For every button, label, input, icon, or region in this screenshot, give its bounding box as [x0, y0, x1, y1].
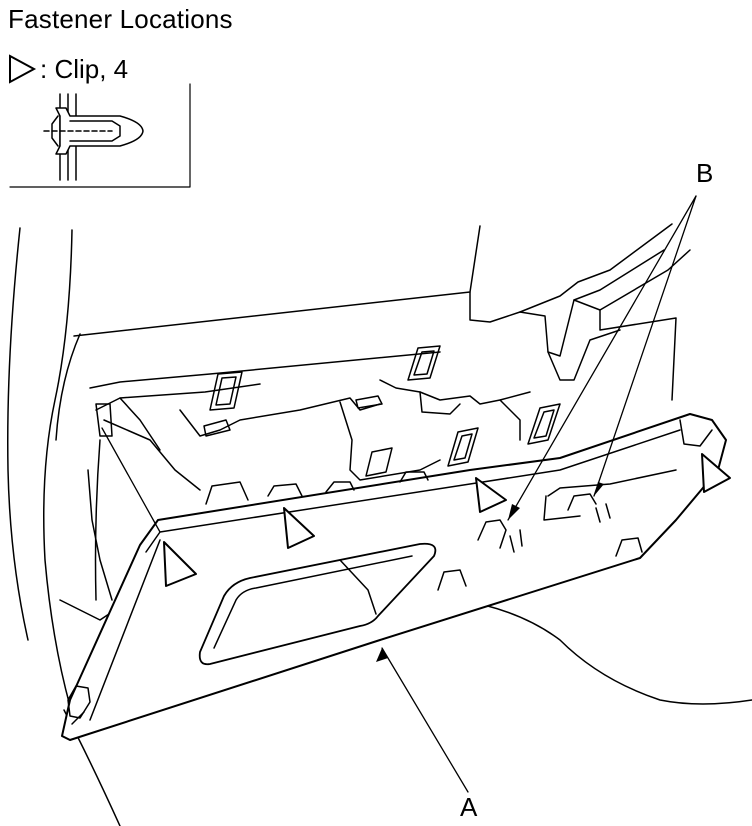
lower-cover-panel — [61, 413, 727, 741]
page-title: Fastener Locations — [8, 4, 233, 34]
clip-leader-line — [101, 427, 161, 533]
dash-structure — [7, 223, 752, 826]
callout-b-leader — [593, 195, 697, 497]
leader-lines — [101, 195, 697, 793]
clip-detail-inset — [9, 83, 191, 188]
clip-markers — [163, 453, 731, 587]
callout-a-leader — [381, 647, 469, 793]
callout-b-leader — [507, 195, 697, 521]
legend: : Clip, 4 — [6, 52, 128, 86]
clip-triangle-icon — [9, 54, 37, 84]
callout-a-label: A — [460, 792, 478, 822]
clip-triangle-icon — [283, 507, 315, 549]
callout-b-label: B — [696, 158, 714, 188]
clip-triangle-icon — [701, 453, 731, 493]
clip-triangle-icon — [163, 541, 197, 587]
dash-slots — [95, 345, 605, 477]
legend-label: : Clip, 4 — [40, 53, 129, 84]
clip-triangle-icon — [475, 477, 507, 513]
